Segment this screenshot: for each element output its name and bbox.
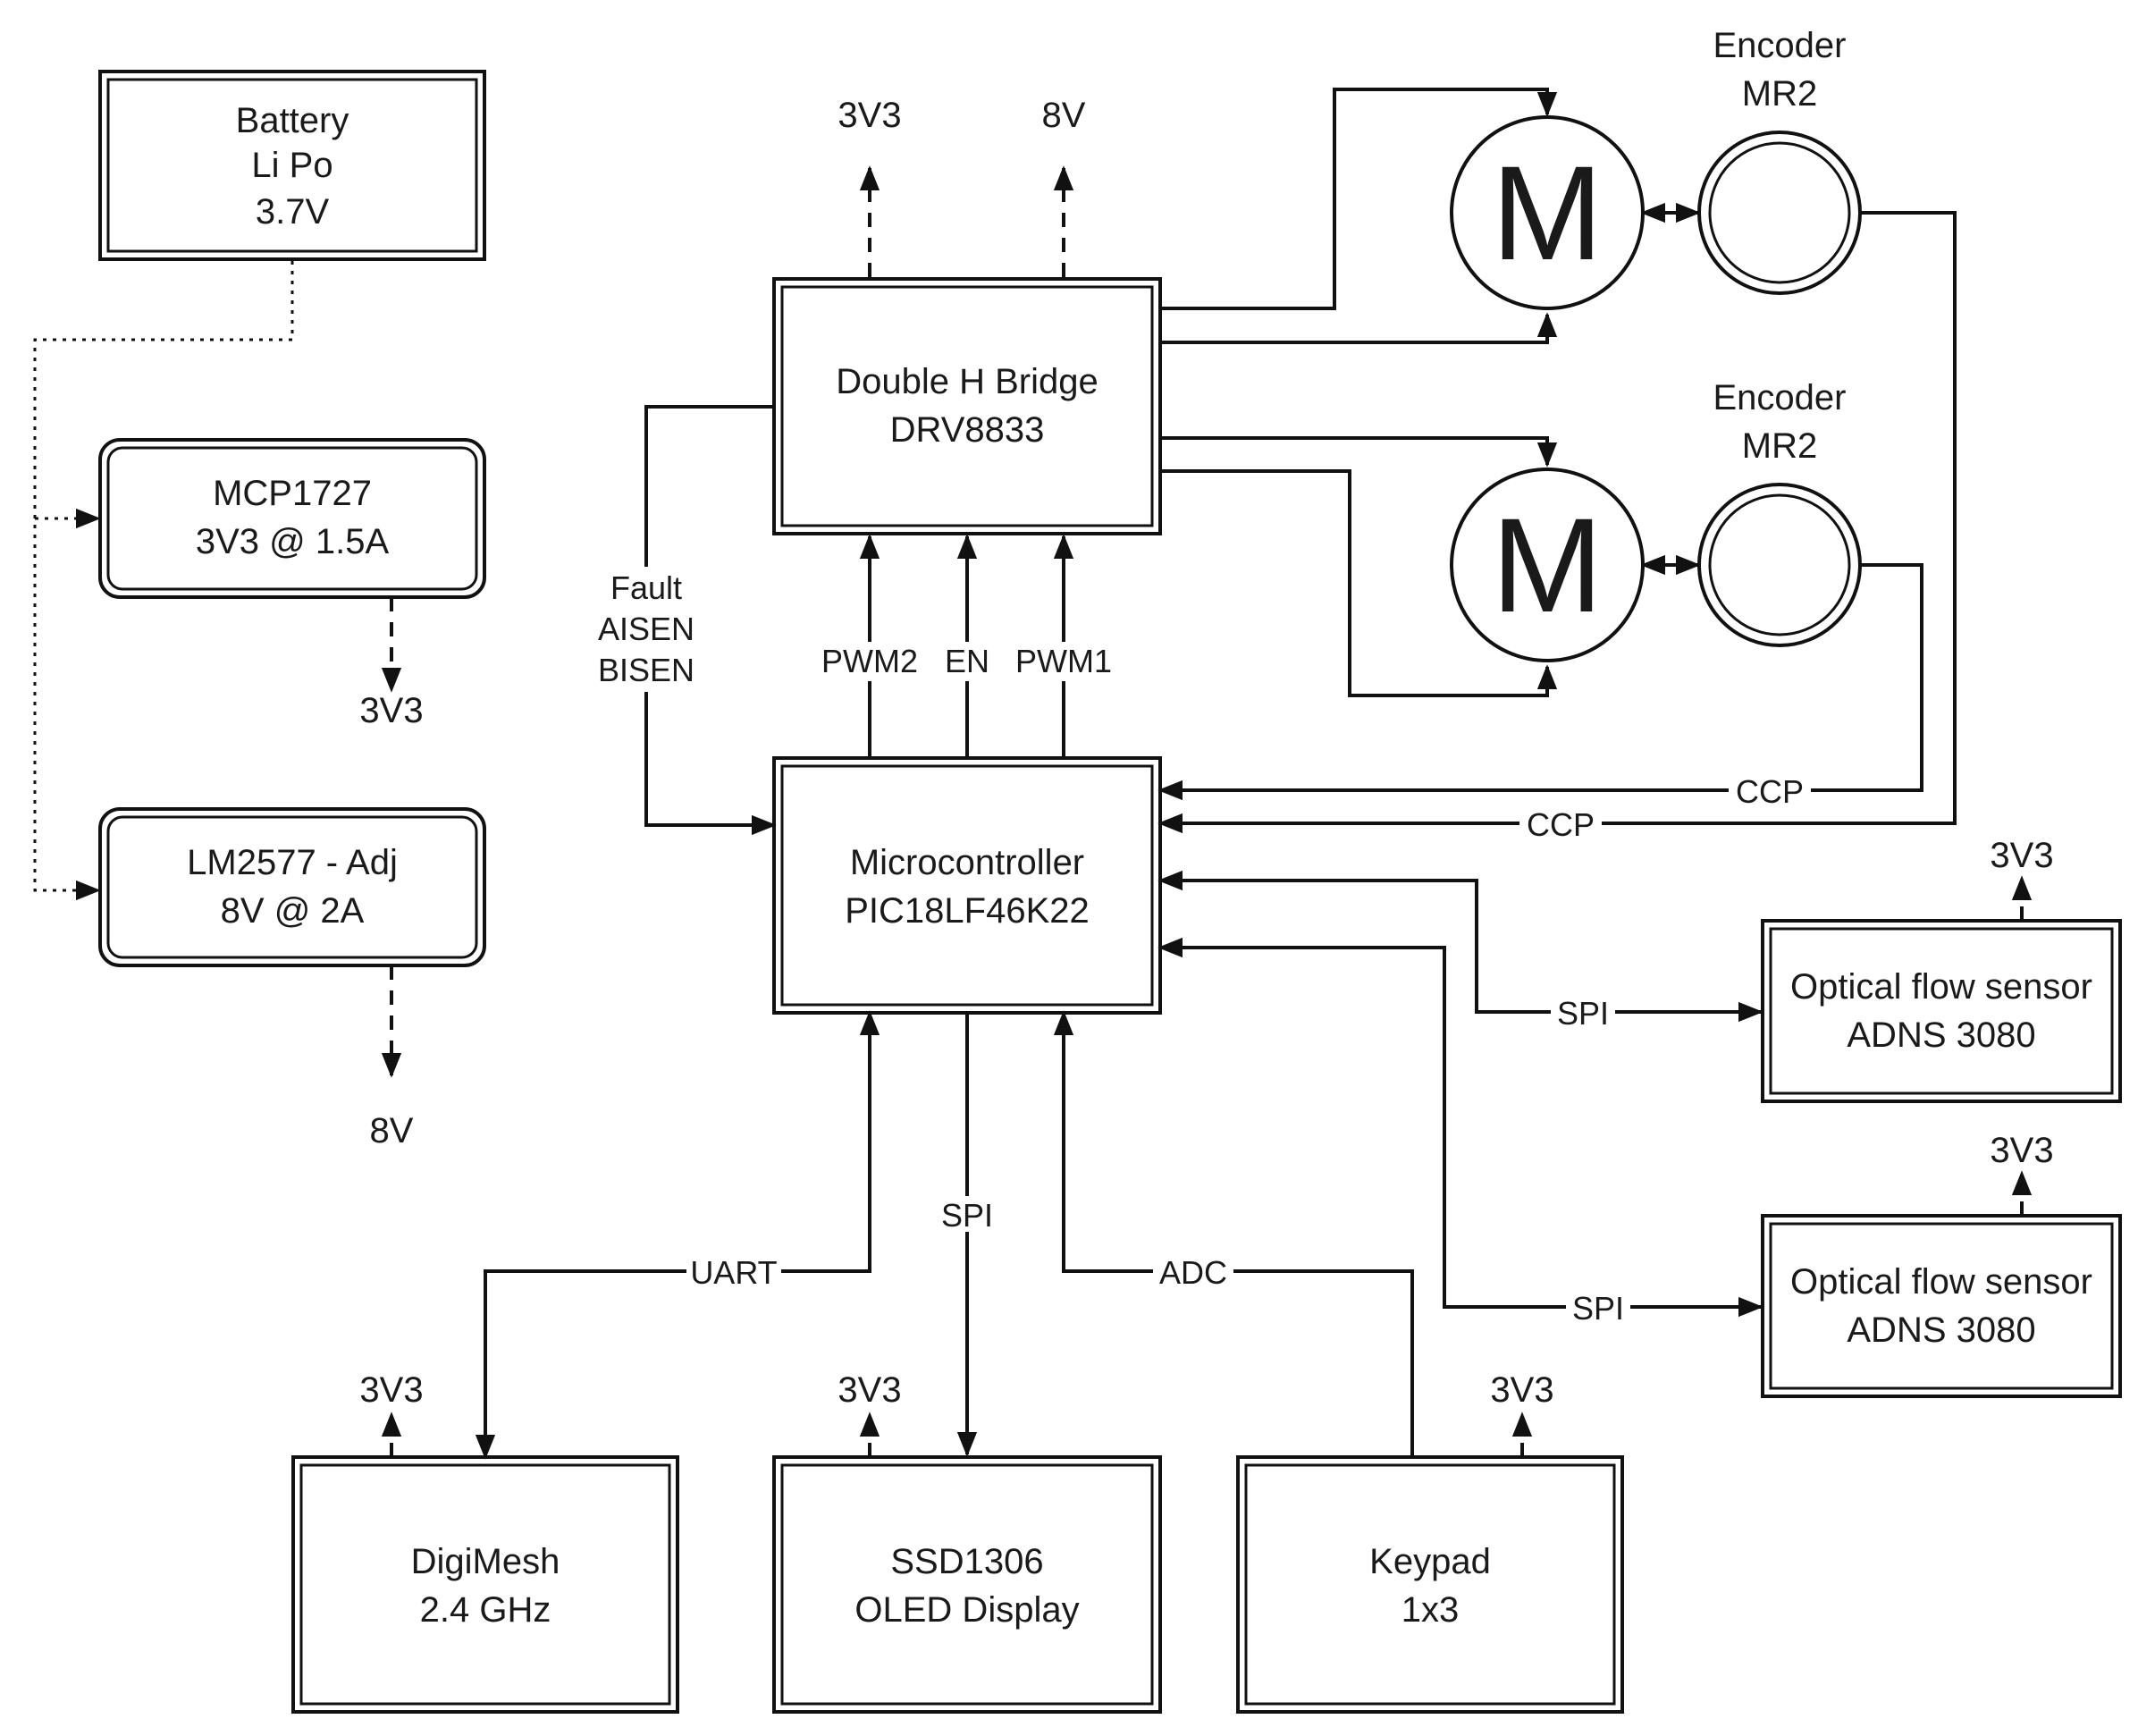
encoder-1-label-2: MR2 xyxy=(1742,74,1817,114)
battery-block: Battery Li Po 3.7V xyxy=(98,70,486,261)
hbridge-line-2: DRV8833 xyxy=(890,410,1045,450)
battery-distribution-line xyxy=(33,261,294,901)
encoder-1: Encoder MR2 xyxy=(1697,26,1862,295)
mcp1727-regulator-block: MCP1727 3V3 @ 1.5A xyxy=(98,438,486,599)
mcu-line-2: PIC18LF46K22 xyxy=(845,891,1090,931)
ccp-label-2: CCP xyxy=(1527,806,1595,843)
digimesh-block: DigiMesh 2.4 GHz xyxy=(291,1455,679,1714)
uart-label: UART xyxy=(690,1254,777,1291)
hbridge-8v-label: 8V xyxy=(1042,96,1086,135)
hbridge-3v3-label: 3V3 xyxy=(838,96,901,135)
motor-1-symbol: M xyxy=(1492,138,1604,288)
spi-oled-label: SPI xyxy=(941,1197,993,1234)
oled-display-block: SSD1306 OLED Display xyxy=(772,1455,1162,1714)
lm2577-line-2: 8V @ 2A xyxy=(221,891,365,931)
ccp-label-1: CCP xyxy=(1736,773,1804,810)
optical2-line-2: ADNS 3080 xyxy=(1847,1310,2035,1350)
optical1-line-2: ADNS 3080 xyxy=(1847,1015,2035,1055)
hbridge-motor2-a-line xyxy=(1160,436,1558,468)
lm-output-label: 8V xyxy=(370,1111,414,1150)
motor-2: M xyxy=(1450,468,1645,662)
encoder-2: Encoder MR2 xyxy=(1697,378,1862,647)
keypad-3v3-label: 3V3 xyxy=(1490,1370,1553,1410)
digimesh-line-2: 2.4 GHz xyxy=(420,1590,551,1630)
hbridge-motor1-b-line xyxy=(1160,312,1558,344)
mcp-output-label: 3V3 xyxy=(359,691,423,730)
lm2577-regulator-block: LM2577 - Adj 8V @ 2A xyxy=(98,807,486,967)
adc-line xyxy=(1053,1010,1414,1457)
hbridge-motor2-b-line xyxy=(1160,469,1558,697)
en-label: EN xyxy=(945,643,989,679)
bisen-label: BISEN xyxy=(598,652,694,688)
aisen-label: AISEN xyxy=(598,611,694,647)
digimesh-line-1: DigiMesh xyxy=(411,1542,560,1581)
keypad-line-2: 1x3 xyxy=(1401,1590,1460,1630)
optical1-3v3-label: 3V3 xyxy=(1990,836,2053,875)
digimesh-3v3-label: 3V3 xyxy=(359,1370,423,1410)
microcontroller-block: Microcontroller PIC18LF46K22 xyxy=(772,756,1162,1015)
encoder-2-label-2: MR2 xyxy=(1742,426,1817,466)
oled-line-2: OLED Display xyxy=(854,1590,1079,1630)
uart-line xyxy=(475,1010,880,1460)
hbridge-motor1-a-line xyxy=(1160,88,1558,310)
keypad-block: Keypad 1x3 xyxy=(1236,1455,1624,1714)
optical-sensor-1-block: Optical flow sensor ADNS 3080 xyxy=(1761,919,2122,1103)
encoder-1-label-1: Encoder xyxy=(1713,26,1847,65)
motor-2-symbol: M xyxy=(1492,490,1604,640)
mcp1727-line-2: 3V3 @ 1.5A xyxy=(196,522,390,561)
spi-optical2-label: SPI xyxy=(1572,1290,1624,1327)
lm2577-line-1: LM2577 - Adj xyxy=(187,843,398,882)
keypad-line-1: Keypad xyxy=(1369,1542,1491,1581)
optical2-line-1: Optical flow sensor xyxy=(1790,1262,2092,1302)
optical-sensor-2-block: Optical flow sensor ADNS 3080 xyxy=(1761,1214,2122,1398)
spi-optical1-label: SPI xyxy=(1557,995,1609,1032)
hbridge-line-1: Double H Bridge xyxy=(836,362,1098,401)
optical2-3v3-label: 3V3 xyxy=(1990,1131,2053,1170)
oled-line-1: SSD1306 xyxy=(890,1542,1043,1581)
spi-optical2-line xyxy=(1157,937,1763,1318)
oled-3v3-label: 3V3 xyxy=(838,1370,901,1410)
optical1-line-1: Optical flow sensor xyxy=(1790,967,2092,1007)
encoder-2-label-1: Encoder xyxy=(1713,378,1847,417)
adc-label: ADC xyxy=(1159,1254,1227,1291)
encoder2-ccp-line xyxy=(1157,563,1923,801)
pwm1-label: PWM1 xyxy=(1015,643,1112,679)
pwm2-label: PWM2 xyxy=(821,643,918,679)
mcu-line-1: Microcontroller xyxy=(850,843,1084,882)
battery-line-1: Battery xyxy=(236,101,349,140)
battery-line-2: Li Po xyxy=(251,146,332,185)
motor-1: M xyxy=(1450,115,1645,310)
fault-label: Fault xyxy=(610,569,682,606)
hbridge-block: Double H Bridge DRV8833 xyxy=(772,277,1162,535)
mcp1727-line-1: MCP1727 xyxy=(213,474,372,513)
battery-line-3: 3.7V xyxy=(256,192,330,232)
